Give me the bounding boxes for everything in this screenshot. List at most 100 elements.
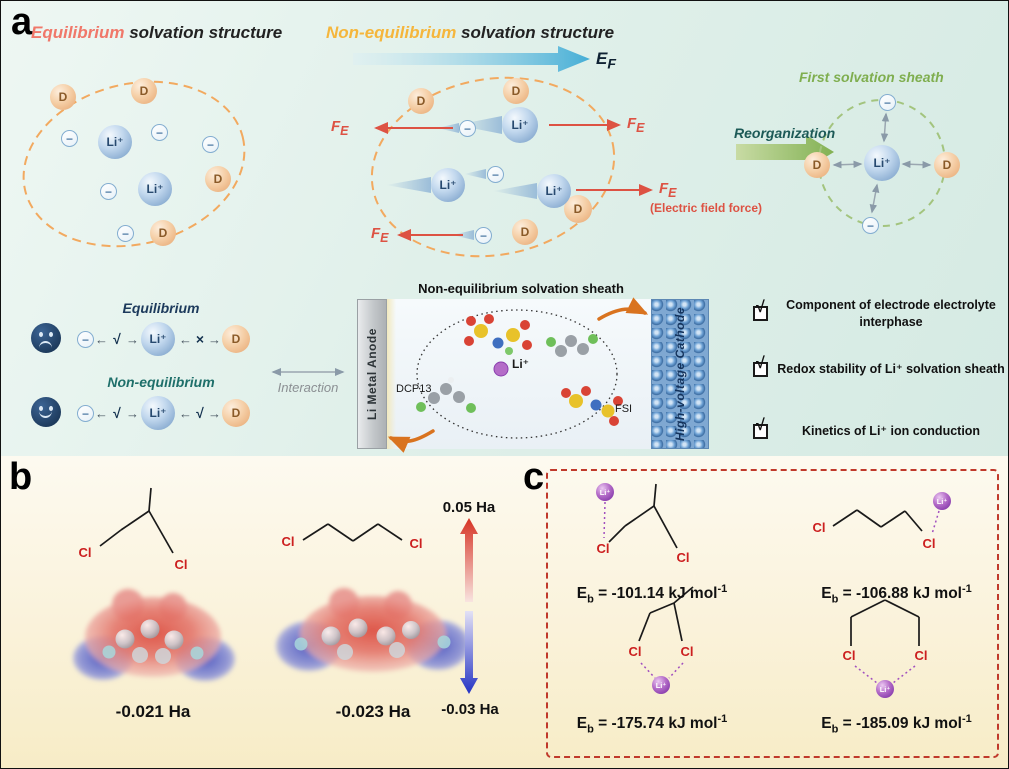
eb-sub: b: [587, 593, 594, 606]
check-mark: √: [756, 354, 765, 372]
force-label-1: FE: [331, 118, 349, 138]
eb-sub: b: [831, 723, 839, 736]
anion-minus-icon: −: [879, 94, 896, 111]
d-solvent-sphere: D: [503, 78, 529, 104]
d-solvent-sphere: D: [512, 219, 538, 245]
binding-molecule-1: [608, 483, 678, 549]
force-label-3: FE: [659, 180, 677, 200]
eb-unit: kJ mol: [912, 585, 962, 603]
esp-surface-2: [276, 588, 470, 672]
fe-sub: E: [340, 124, 349, 138]
esp-scale-negative: [460, 611, 478, 694]
li-cl-coordination-bond: [603, 501, 606, 539]
sad-face-icon: [31, 323, 61, 353]
arrow-right-icon: →: [126, 331, 139, 347]
li-ion-sphere: Li⁺: [502, 107, 538, 143]
d-solvent-sphere: D: [150, 220, 176, 246]
d-solvent-sphere: D: [408, 88, 434, 114]
li-ion-sphere: Li⁺: [537, 174, 571, 208]
cl-atom-label: Cl: [175, 557, 188, 572]
cl-atom-label: Cl: [813, 520, 826, 535]
eb-unit-sup: -1: [961, 583, 972, 595]
eb-value: = -175.74: [598, 715, 665, 733]
esp-molecule-atoms-2: [294, 618, 451, 660]
bond-check-connector: ← √ →: [179, 405, 221, 421]
arrow-left-icon: ←: [179, 331, 192, 347]
anion-minus-icon: −: [487, 166, 504, 183]
li-cl-coordination-bond: [931, 510, 940, 535]
cl-atom-label: Cl: [915, 648, 928, 663]
panel-a-letter: a: [11, 1, 33, 43]
cl-atom-label: Cl: [677, 550, 690, 565]
checklist-item-1: √ Component of electrode electrolyte int…: [753, 297, 1005, 331]
molecule-12-dcp: [99, 487, 174, 554]
anion-minus-icon: −: [862, 217, 879, 234]
fe-sub: E: [380, 231, 389, 245]
anion-minus-icon: −: [475, 227, 492, 244]
panel-a: Li Metal Anode High-voltage Cathode: [1, 1, 1008, 456]
anion-minus-icon: −: [77, 331, 94, 348]
check-mark: √: [113, 405, 121, 421]
title-equilibrium-highlight: Equilibrium: [31, 23, 125, 42]
arrow-left-icon: ←: [179, 405, 192, 421]
title-equilibrium: Equilibrium solvation structure: [31, 23, 282, 43]
fe-base: F: [627, 115, 637, 132]
anion-minus-icon: −: [459, 120, 476, 137]
fe-base: F: [659, 180, 669, 197]
esp-value-1: -0.021 Ha: [115, 702, 191, 721]
anion-minus-icon: −: [77, 405, 94, 422]
ef-sub: F: [607, 56, 616, 73]
li-ion-sphere: Li⁺: [431, 168, 465, 202]
panel-b-c: Cl Cl Cl Cl: [1, 456, 1008, 768]
li-ion-sphere: [933, 492, 951, 510]
li-ion-sphere: [596, 483, 614, 501]
equilibrium-row-label: Equilibrium: [122, 300, 200, 316]
dcp-molecule-cluster-2: [546, 334, 598, 357]
eb-value: = -185.09: [842, 715, 909, 733]
title-nonequilibrium-rest: solvation structure: [456, 23, 615, 42]
d-solvent-sphere: D: [222, 399, 250, 427]
li-ion-sphere: Li⁺: [98, 125, 132, 159]
d-solvent-sphere: D: [804, 152, 830, 178]
li-cl-coordination-bond: [640, 662, 656, 679]
anion-minus-icon: −: [117, 225, 134, 242]
arrow-left-icon: ←: [95, 405, 108, 421]
esp-value-2: -0.023 Ha: [335, 702, 411, 721]
dcp13-label: DCP13: [396, 383, 432, 395]
binding-energy-4: Eb = -185.09 kJ mol-1: [799, 713, 994, 735]
eb-unit: kJ mol: [668, 715, 718, 733]
arrow-left-icon: ←: [95, 331, 108, 347]
d-solvent-sphere: D: [50, 84, 76, 110]
li-ion-sphere: Li⁺: [141, 396, 175, 430]
fsi-label: FSI: [615, 403, 633, 415]
face-mouth: [39, 341, 52, 348]
cl-atom-label: Cl: [282, 534, 295, 549]
force-label-2: FE: [627, 115, 645, 135]
esp-scale-positive: [460, 518, 478, 602]
happy-face-icon: [31, 397, 61, 427]
panel-bc-graphics: Cl Cl Cl Cl: [73, 483, 951, 698]
eb-sub: b: [587, 723, 594, 736]
checkbox-icon: √: [753, 300, 768, 322]
d-solvent-sphere: D: [222, 325, 250, 353]
eb-value: = -101.14: [598, 585, 665, 603]
ef-base: E: [596, 49, 608, 68]
li-ion-sphere: Li⁺: [138, 172, 172, 206]
force-label-4: FE: [371, 225, 389, 245]
binding-energy-3: Eb = -175.74 kJ mol-1: [557, 713, 747, 735]
d-solvent-sphere: D: [131, 78, 157, 104]
anion-minus-icon: −: [100, 183, 117, 200]
check-mark: √: [196, 405, 204, 421]
arrow-right-icon: →: [208, 405, 221, 421]
li-metal-anode: Li Metal Anode: [357, 299, 387, 449]
sei-strip: [387, 299, 396, 449]
check-mark: √: [756, 416, 765, 434]
d-solvent-sphere: D: [564, 195, 592, 223]
eb-unit-sup: -1: [717, 713, 728, 725]
fe-base: F: [331, 118, 341, 135]
anion-minus-icon: −: [151, 124, 168, 141]
checklist-text: Redox stability of Li⁺ solvation sheath: [777, 362, 1005, 376]
d-solvent-sphere: D: [934, 152, 960, 178]
dcp13-molecule-cluster: [416, 377, 476, 413]
fe-sub: E: [668, 186, 677, 200]
